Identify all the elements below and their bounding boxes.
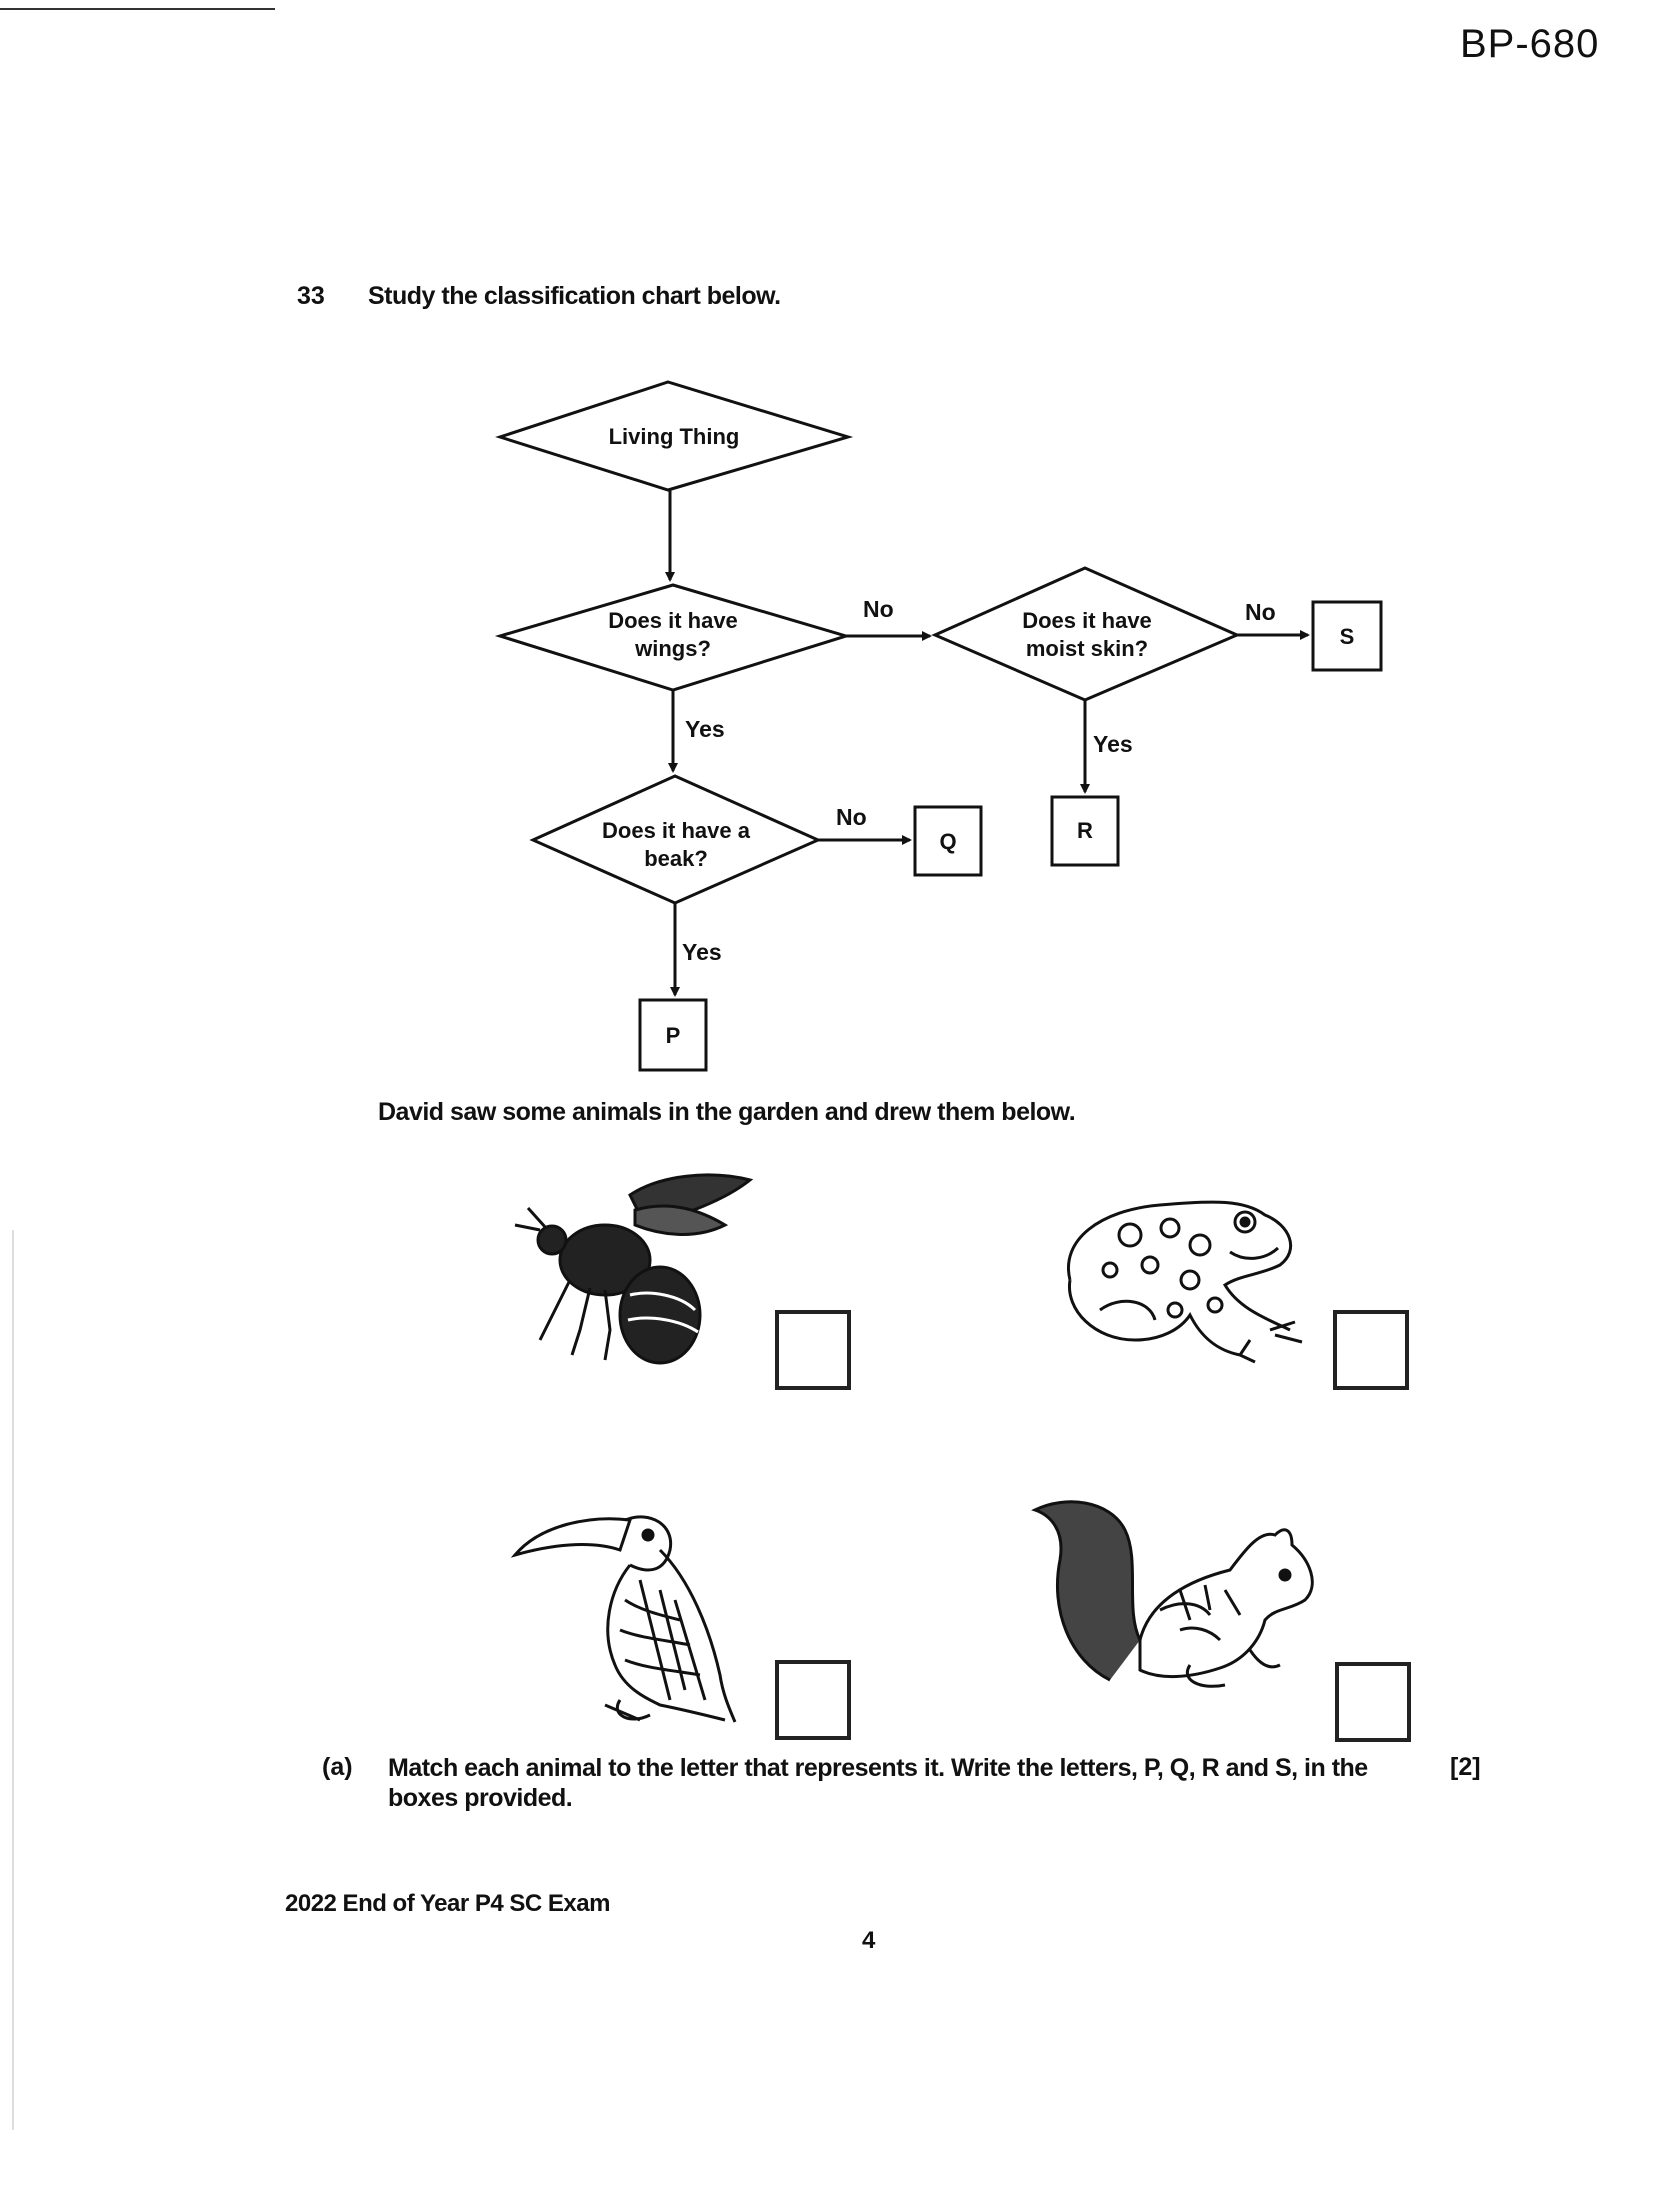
yes-label-2: Yes bbox=[1093, 731, 1133, 757]
beak-question-line2: beak? bbox=[644, 846, 708, 871]
top-rule bbox=[0, 8, 275, 10]
wings-question-line2: wings? bbox=[634, 636, 711, 661]
moist-question-line1: Does it have bbox=[1022, 608, 1152, 633]
answer-box-toucan[interactable] bbox=[775, 1660, 851, 1740]
bee-drawing bbox=[514, 1173, 754, 1365]
animals-intro: David saw some animals in the garden and… bbox=[378, 1098, 1076, 1126]
no-label-2: No bbox=[1245, 599, 1276, 625]
yes-label-1: Yes bbox=[685, 716, 725, 742]
question-prompt: Study the classification chart below. bbox=[368, 282, 781, 310]
letter-R: R bbox=[1077, 818, 1093, 843]
moist-skin-diamond bbox=[931, 566, 1241, 702]
squirrel-drawing bbox=[1031, 1500, 1314, 1688]
yes-label-3: Yes bbox=[682, 939, 722, 965]
letter-S: S bbox=[1340, 624, 1355, 649]
wings-question-line1: Does it have bbox=[608, 608, 738, 633]
toucan-drawing bbox=[510, 1515, 737, 1723]
page-number: 4 bbox=[862, 1927, 876, 1954]
moist-question-line2: moist skin? bbox=[1026, 636, 1148, 661]
no-label-3: No bbox=[836, 804, 867, 830]
no-label-1: No bbox=[863, 596, 894, 622]
letter-P: P bbox=[666, 1023, 681, 1048]
letter-Q: Q bbox=[939, 829, 956, 854]
part-a-marks: [2] bbox=[1450, 1753, 1481, 1781]
start-diamond bbox=[495, 380, 854, 492]
answer-box-squirrel[interactable] bbox=[1335, 1662, 1411, 1742]
beak-question-line1: Does it have a bbox=[602, 818, 751, 843]
document-code: BP-680 bbox=[1460, 22, 1600, 66]
box-P bbox=[638, 998, 708, 1072]
answer-box-bee[interactable] bbox=[775, 1310, 851, 1390]
answer-box-frog[interactable] bbox=[1333, 1310, 1409, 1390]
part-a-text: Match each animal to the letter that rep… bbox=[388, 1754, 1368, 1812]
part-a-label: (a) bbox=[322, 1753, 353, 1781]
box-R bbox=[1050, 795, 1120, 867]
margin-rule bbox=[12, 1230, 14, 2130]
frog-drawing bbox=[1067, 1200, 1303, 1364]
box-S bbox=[1311, 600, 1383, 672]
question-number: 33 bbox=[297, 282, 325, 310]
exam-footer: 2022 End of Year P4 SC Exam bbox=[285, 1890, 610, 1917]
box-Q bbox=[913, 805, 983, 877]
start-label: Living Thing bbox=[609, 424, 740, 449]
